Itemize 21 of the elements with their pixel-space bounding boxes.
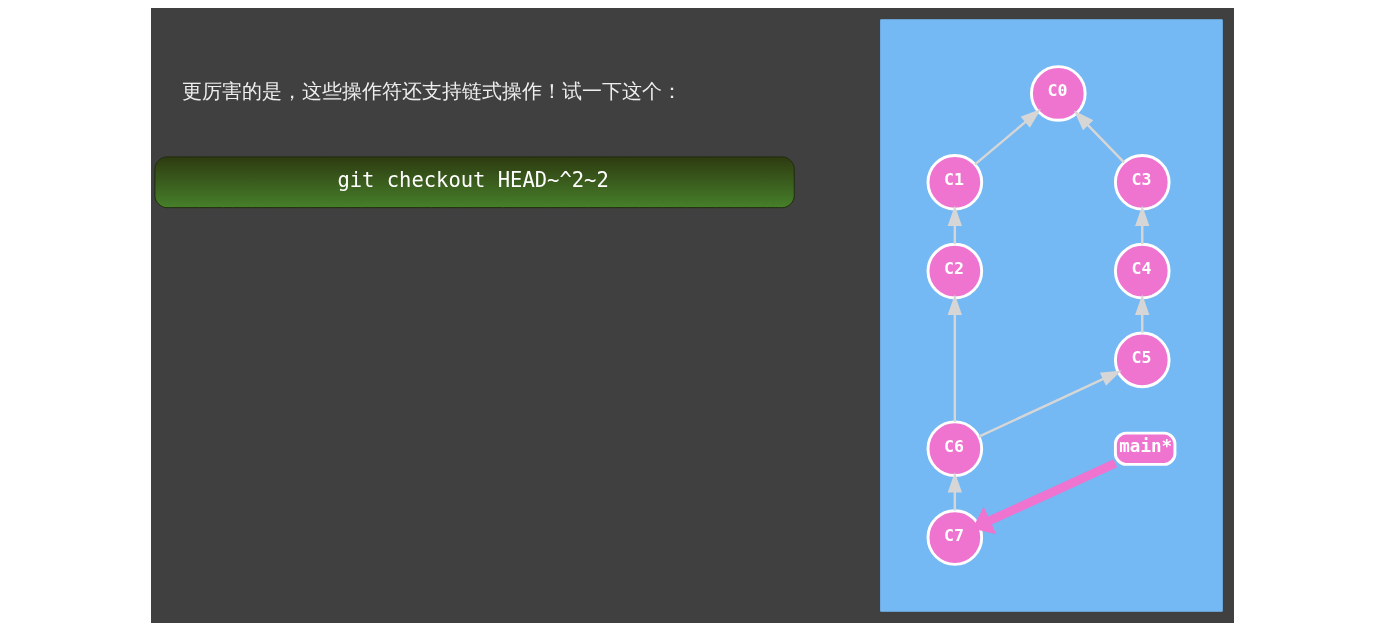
node-circle: C2 bbox=[926, 242, 984, 300]
arrow bbox=[1073, 110, 1125, 164]
node-box: git checkout HEAD~^2~2 bbox=[154, 156, 795, 209]
node-circle: C0 bbox=[1030, 65, 1087, 122]
node-circle: C1 bbox=[926, 153, 984, 211]
arrow bbox=[947, 205, 962, 245]
node-circle: C3 bbox=[1113, 153, 1171, 211]
arrow bbox=[1135, 205, 1150, 245]
arrow bbox=[1135, 294, 1150, 333]
node-circle: C4 bbox=[1113, 242, 1171, 300]
node-box: main* bbox=[1113, 431, 1177, 466]
arrow bbox=[947, 294, 963, 422]
arrow bbox=[972, 459, 1118, 535]
cluster bbox=[880, 19, 1223, 612]
node-circle: C6 bbox=[926, 420, 984, 478]
node-circle: C7 bbox=[926, 509, 984, 566]
arrow bbox=[947, 472, 962, 511]
arrow bbox=[978, 370, 1122, 438]
label: 更厉害的是，这些操作符还支持链式操作！试一下这个： bbox=[182, 80, 683, 104]
node-circle: C5 bbox=[1113, 331, 1171, 389]
arrow bbox=[974, 108, 1041, 166]
